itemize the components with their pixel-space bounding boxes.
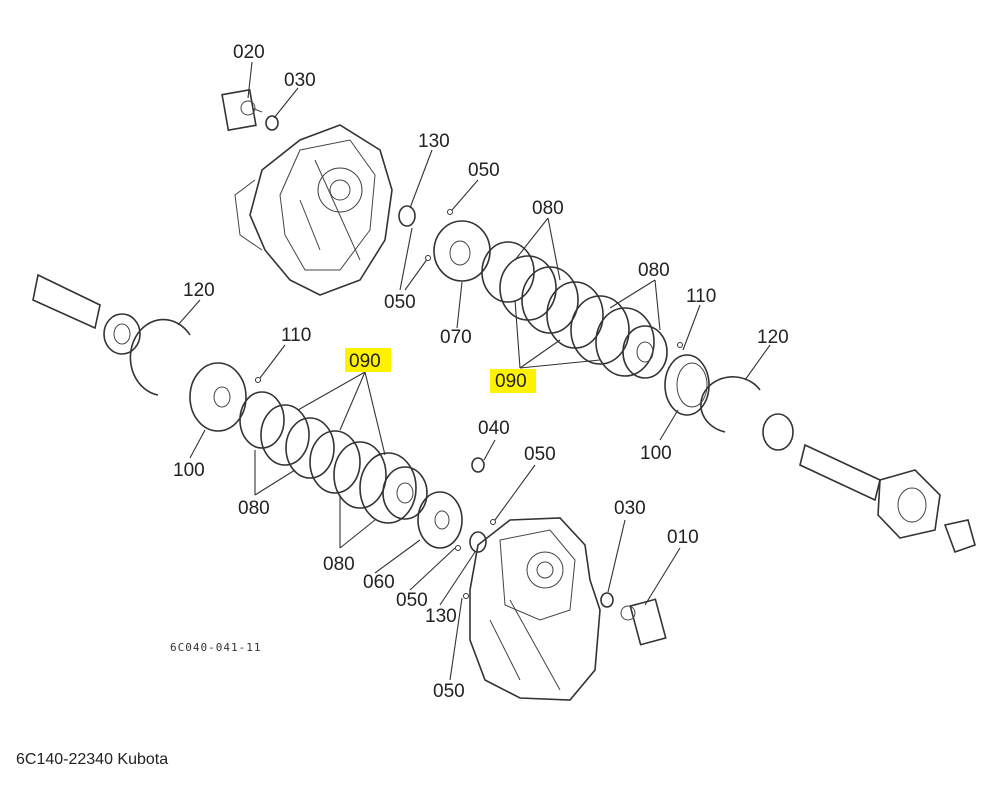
part-130-snap-ring-top: [398, 205, 416, 227]
part-120-circlip-left: [129, 318, 191, 396]
part-030-oring-top: [265, 115, 279, 131]
label-130-top: 130: [418, 131, 450, 152]
highlight-090-left: [345, 348, 391, 372]
lower-housing: [469, 517, 601, 701]
part-100-carrier-right: [664, 354, 710, 416]
label-050-low: 050: [396, 590, 428, 611]
label-130-low: 130: [425, 606, 457, 627]
leader-lines: [177, 61, 771, 681]
label-110-left: 110: [281, 325, 311, 346]
label-010: 010: [667, 527, 699, 548]
lower-clutch-pack: [239, 391, 428, 524]
label-120-left: 120: [183, 280, 215, 301]
label-090-right: 090: [495, 371, 527, 392]
highlight-090-right: [490, 369, 536, 393]
exploded-parts-diagram: 020 030 130 050 080 080 110 120 050 070 …: [32, 42, 976, 702]
label-050-bottom: 050: [433, 681, 465, 702]
label-030-low: 030: [614, 498, 646, 519]
label-110-right: 110: [686, 286, 716, 307]
label-080-upper-b: 080: [638, 260, 670, 281]
label-080-lower-b: 080: [323, 554, 355, 575]
label-050-right: 050: [524, 444, 556, 465]
label-090-left: 090: [349, 351, 381, 372]
label-020: 020: [233, 42, 265, 63]
part-020-flange: [221, 88, 263, 132]
part-010-flange: [620, 598, 667, 646]
part-caption: 6C140-22340 Kubota: [16, 751, 169, 768]
part-060-hub: [417, 491, 463, 549]
label-050-top: 050: [468, 160, 500, 181]
label-070: 070: [440, 327, 472, 348]
upper-clutch-pack: [481, 241, 668, 379]
part-120-circlip-right: [700, 376, 761, 433]
label-080-lower-a: 080: [238, 498, 270, 519]
part-130-snap-ring-lower: [469, 531, 487, 553]
upper-housing: [234, 124, 393, 296]
label-080-upper-a: 080: [532, 198, 564, 219]
label-100-right: 100: [640, 443, 672, 464]
label-050-mid: 050: [384, 292, 416, 313]
reference-dots: [255, 209, 683, 599]
label-040: 040: [478, 418, 510, 439]
label-100-left: 100: [173, 460, 205, 481]
part-040-collar: [471, 457, 485, 473]
label-060: 060: [363, 572, 395, 593]
diagram-reference-code: 6C040-041-11: [170, 641, 261, 654]
part-100-plate-left: [189, 362, 247, 432]
label-030-top: 030: [284, 70, 316, 91]
right-shaft-assembly: [762, 413, 976, 554]
part-030-oring-lower: [600, 592, 614, 608]
label-120-right: 120: [757, 327, 789, 348]
left-shaft-assembly: [32, 273, 141, 355]
